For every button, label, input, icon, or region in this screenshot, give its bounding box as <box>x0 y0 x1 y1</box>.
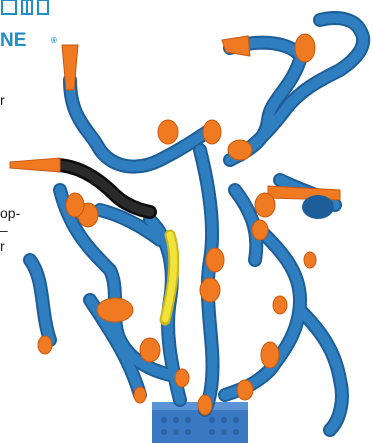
yellow-hose <box>159 229 180 326</box>
text-fragment-2: op- <box>0 205 21 221</box>
orange-nozzles <box>9 33 341 416</box>
text-fragment-1: r <box>0 92 5 108</box>
blue-hoses <box>23 11 371 437</box>
header-bracket-icon <box>1 0 49 15</box>
blue-ball-joint <box>302 195 334 219</box>
text-fragment-4: r <box>0 238 5 254</box>
text-fragment-3: – <box>0 222 8 238</box>
brand-logo: NE ® <box>0 0 70 62</box>
black-hose <box>48 158 157 219</box>
registered-mark: ® <box>51 36 57 45</box>
brand-name: NE <box>0 30 27 51</box>
